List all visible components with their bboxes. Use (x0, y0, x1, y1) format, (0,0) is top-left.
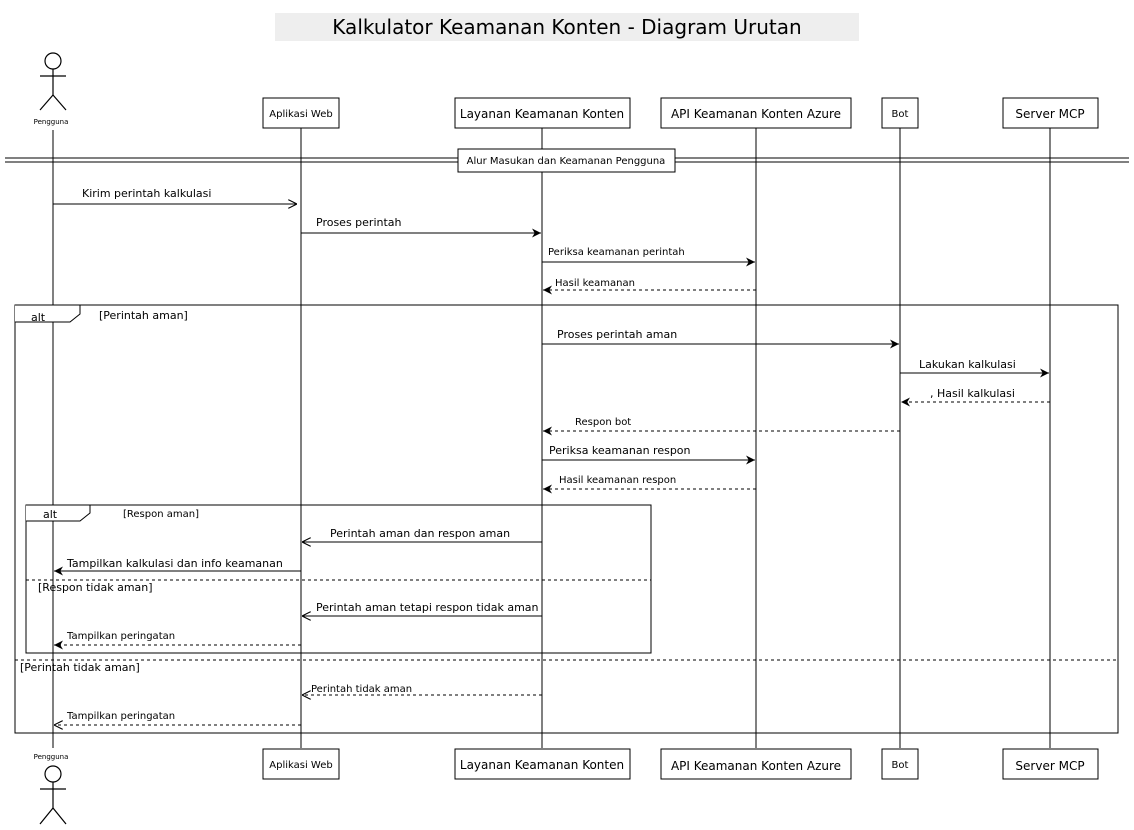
divider-label: Alur Masukan dan Keamanan Pengguna (467, 156, 666, 167)
participant-api-bottom (660, 748, 852, 780)
inner-alt-keyword: alt (43, 508, 58, 521)
participant-web-top-label: Aplikasi Web (269, 109, 332, 120)
participant-svc-top (454, 97, 631, 129)
message-label-14: Tampilkan peringatan (66, 631, 175, 642)
participant-mcp-top-label: Server MCP (1015, 107, 1084, 121)
participant-web-bottom-label: Aplikasi Web (269, 760, 332, 771)
inner-else-guard: [Respon tidak aman] (38, 581, 153, 594)
message-label-2: Proses perintah (316, 216, 402, 229)
title-background (275, 13, 859, 41)
message-label-3: Periksa keamanan perintah (548, 247, 685, 258)
group-divider: Alur Masukan dan Keamanan Pengguna (5, 148, 1129, 173)
participant-bot-top-label: Bot (892, 109, 909, 120)
messages: Kirim perintah kalkulasi Proses perintah… (53, 187, 1050, 725)
participant-web-bottom (262, 748, 340, 780)
participant-mcp-bottom-label: Server MCP (1015, 759, 1084, 773)
message-label-15: Perintah tidak aman (311, 684, 412, 695)
message-label-1: Kirim perintah kalkulasi (82, 187, 211, 200)
message-label-11: Perintah aman dan respon aman (330, 527, 510, 540)
message-label-8: Respon bot (575, 417, 631, 428)
participant-api-bottom-label: API Keamanan Konten Azure (671, 759, 841, 773)
inner-alt-frame: alt [Respon aman] [Respon tidak aman] (25, 504, 652, 654)
participant-api-top-label: API Keamanan Konten Azure (671, 107, 841, 121)
diagram-title: Kalkulator Keamanan Konten - Diagram Uru… (332, 15, 801, 39)
outer-alt-keyword: alt (31, 311, 46, 324)
message-label-9: Periksa keamanan respon (549, 444, 691, 457)
actor-bottom-label: Pengguna (34, 753, 69, 761)
message-label-12: Tampilkan kalkulasi dan info keamanan (66, 557, 283, 570)
message-label-10: Hasil keamanan respon (559, 475, 676, 486)
participant-boxes-bottom: Aplikasi Web Layanan Keamanan Konten API… (262, 748, 1099, 780)
message-label-13: Perintah aman tetapi respon tidak aman (316, 601, 539, 614)
participant-svc-bottom-label: Layanan Keamanan Konten (460, 758, 624, 772)
actor-bottom-icon (39, 765, 67, 825)
participant-boxes-top: Aplikasi Web Layanan Keamanan Konten API… (262, 97, 1099, 129)
participant-bot-bottom (881, 748, 919, 780)
outer-alt-guard: [Perintah aman] (99, 309, 188, 322)
message-label-4: Hasil keamanan (555, 278, 635, 289)
participant-api-top (660, 97, 852, 129)
participant-svc-top-label: Layanan Keamanan Konten (460, 107, 624, 121)
actor-top-label: Pengguna (34, 118, 69, 126)
lifelines (52, 128, 1051, 748)
participant-web-top (262, 97, 340, 129)
participant-mcp-bottom (1002, 748, 1099, 780)
outer-alt-frame: alt [Perintah aman] [Perintah tidak aman… (14, 304, 1119, 734)
actor-top-icon (39, 52, 67, 111)
message-label-7: , Hasil kalkulasi (930, 387, 1015, 400)
participant-svc-bottom (454, 748, 631, 780)
participant-bot-bottom-label: Bot (892, 760, 909, 771)
message-label-16: Tampilkan peringatan (66, 711, 175, 722)
inner-alt-guard: [Respon aman] (123, 509, 199, 520)
message-label-6: Lakukan kalkulasi (919, 358, 1016, 371)
participant-bot-top (881, 97, 919, 129)
message-label-5: Proses perintah aman (557, 328, 677, 341)
participant-mcp-top (1002, 97, 1099, 129)
outer-else-guard: [Perintah tidak aman] (20, 661, 140, 674)
